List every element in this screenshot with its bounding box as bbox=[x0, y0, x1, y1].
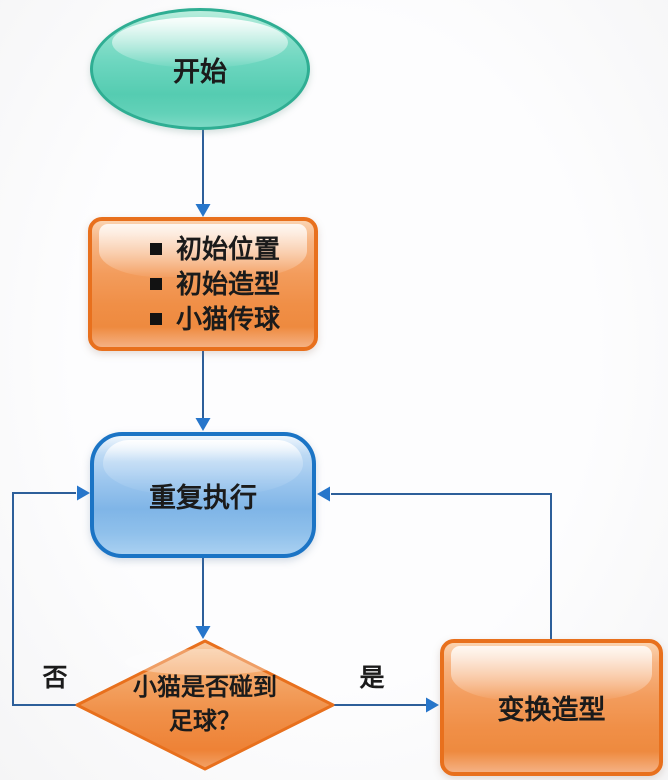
change-node: 变换造型 bbox=[440, 639, 663, 776]
init-item-label: 初始位置 bbox=[176, 234, 281, 264]
square-bullet-icon bbox=[150, 313, 162, 325]
square-bullet-icon bbox=[150, 243, 162, 255]
loop-node: 重复执行 bbox=[90, 432, 316, 558]
arrowhead-init-loop bbox=[195, 418, 211, 431]
connector-change-loopback bbox=[331, 493, 552, 639]
connector-decision-no-loopback bbox=[12, 492, 77, 706]
init-process-node: 初始位置 初始造型 小猫传球 bbox=[88, 217, 318, 351]
edge-label-no: 否 bbox=[42, 664, 68, 692]
init-item-list: 初始位置 初始造型 小猫传球 bbox=[92, 236, 280, 332]
init-item-label: 初始造型 bbox=[176, 269, 281, 299]
loop-label: 重复执行 bbox=[149, 482, 257, 513]
init-item: 初始位置 bbox=[150, 236, 280, 262]
square-bullet-icon bbox=[150, 278, 162, 290]
arrowhead-yes-change bbox=[426, 697, 439, 713]
arrowhead-start-init bbox=[195, 204, 211, 217]
arrowhead-loop-decision bbox=[195, 626, 211, 639]
decision-label: 小猫是否碰到 足球？ bbox=[77, 641, 333, 769]
decision-label-line1: 小猫是否碰到 bbox=[133, 674, 277, 701]
arrowhead-no-loopback bbox=[77, 485, 90, 501]
init-item: 初始造型 bbox=[150, 271, 280, 297]
start-node: 开始 bbox=[90, 8, 310, 130]
arrowhead-change-loopback bbox=[317, 486, 330, 502]
decision-diamond bbox=[75, 639, 335, 771]
init-item-label: 小猫传球 bbox=[176, 304, 281, 334]
decision-diamond-shine bbox=[125, 649, 285, 675]
decision-label-line2: 足球？ bbox=[169, 708, 241, 735]
edge-label-yes: 是 bbox=[359, 664, 385, 692]
change-label: 变换造型 bbox=[497, 695, 606, 725]
start-label: 开始 bbox=[173, 56, 227, 87]
init-item: 小猫传球 bbox=[150, 306, 280, 332]
